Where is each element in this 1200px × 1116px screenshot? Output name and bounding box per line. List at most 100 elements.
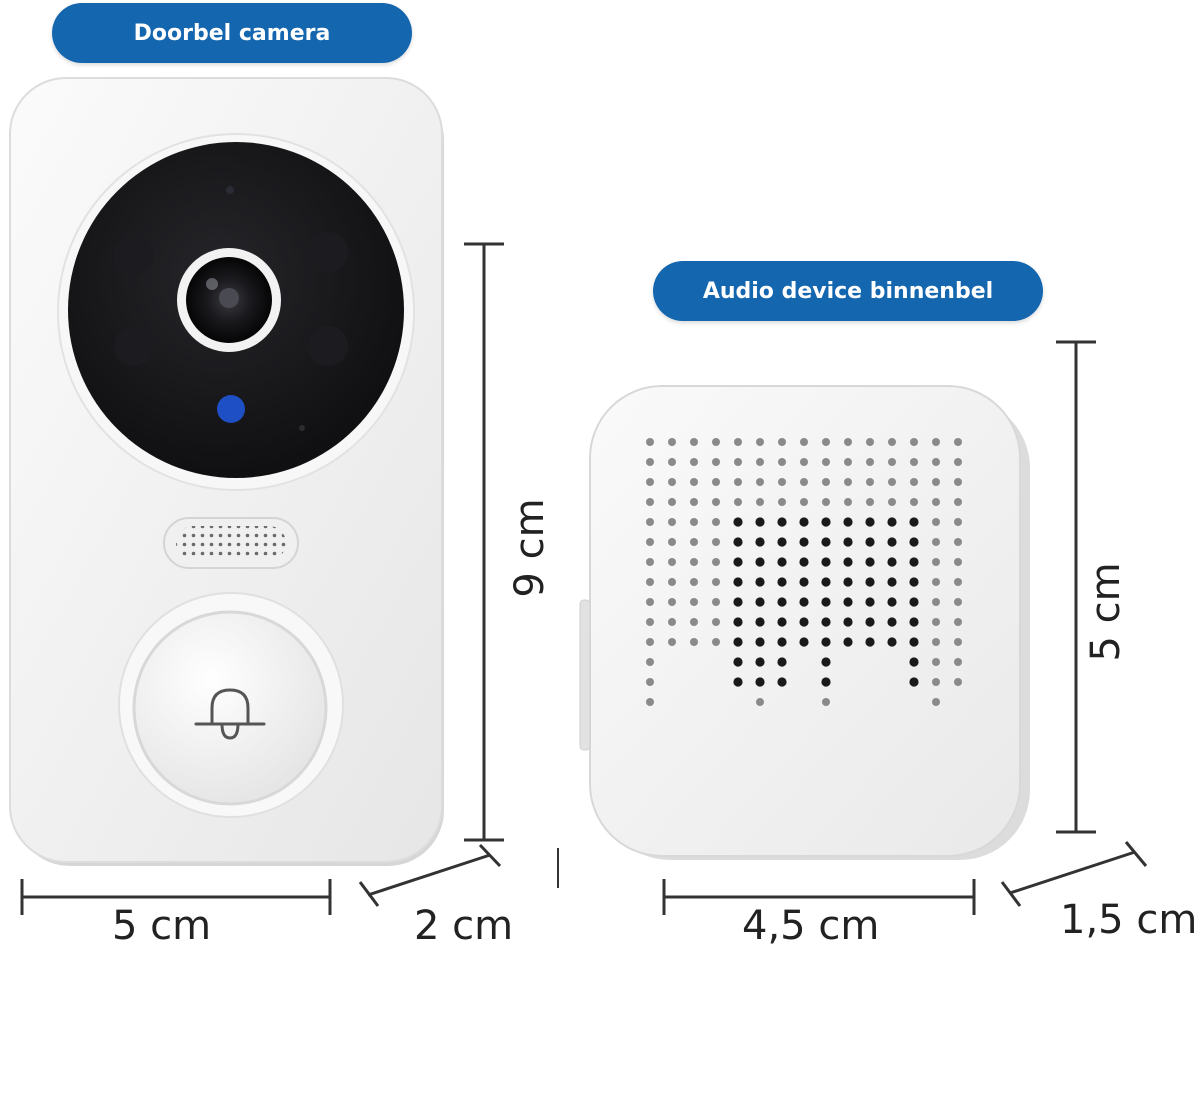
grille-hole	[778, 498, 786, 506]
grille-hole	[932, 538, 940, 546]
grille-hole	[954, 598, 962, 606]
grille-hole	[734, 498, 742, 506]
grille-hole	[777, 577, 787, 587]
grille-hole	[668, 598, 676, 606]
doorbell-width-label: 5 cm	[112, 903, 212, 949]
grille-hole	[778, 478, 786, 486]
grille-hole	[821, 557, 831, 567]
grille-hole	[865, 517, 875, 527]
grille-hole	[668, 438, 676, 446]
grille-hole	[865, 557, 875, 567]
grille-hole	[756, 698, 764, 706]
microphone-hole	[226, 186, 234, 194]
grille-hole	[844, 458, 852, 466]
grille-hole	[932, 658, 940, 666]
grille-hole	[668, 518, 676, 526]
grille-hole	[932, 558, 940, 566]
grille-hole	[932, 578, 940, 586]
grille-hole	[954, 498, 962, 506]
grille-hole	[844, 438, 852, 446]
grille-hole	[756, 458, 764, 466]
grille-hole	[690, 518, 698, 526]
ir-led	[308, 326, 348, 366]
grille-hole	[932, 678, 940, 686]
grille-hole	[690, 598, 698, 606]
grille-hole	[910, 458, 918, 466]
grille-hole	[866, 458, 874, 466]
grille-hole	[932, 698, 940, 706]
grille-hole	[646, 638, 654, 646]
grille-hole	[755, 597, 765, 607]
grille-hole	[755, 657, 765, 667]
grille-hole	[712, 558, 720, 566]
grille-hole	[756, 498, 764, 506]
grille-hole	[712, 478, 720, 486]
grille-hole	[777, 597, 787, 607]
grille-hole	[712, 618, 720, 626]
grille-hole	[866, 438, 874, 446]
grille-hole	[799, 617, 809, 627]
grille-hole	[668, 558, 676, 566]
grille-hole	[932, 598, 940, 606]
grille-hole	[866, 478, 874, 486]
lens-highlight	[206, 278, 218, 290]
grille-hole	[821, 597, 831, 607]
grille-hole	[668, 578, 676, 586]
chime-side-button	[579, 599, 591, 751]
doorbell-button	[132, 610, 328, 806]
grille-hole	[668, 638, 676, 646]
grille-hole	[668, 618, 676, 626]
grille-hole	[733, 537, 743, 547]
grille-hole	[843, 537, 853, 547]
speaker-grille	[176, 526, 286, 560]
grille-hole	[910, 438, 918, 446]
doorbell-height-label: 9 cm	[507, 498, 553, 598]
grille-hole	[799, 637, 809, 647]
grille-hole	[690, 538, 698, 546]
grille-hole	[646, 698, 654, 706]
grille-hole	[799, 557, 809, 567]
grille-hole	[887, 617, 897, 627]
grille-hole	[887, 637, 897, 647]
grille-hole	[733, 637, 743, 647]
chime-width-label: 4,5 cm	[742, 903, 880, 949]
grille-hole	[712, 598, 720, 606]
grille-hole	[646, 558, 654, 566]
grille-hole	[932, 638, 940, 646]
audio-device-label: Audio device binnenbel	[653, 261, 1043, 321]
bell-icon	[194, 688, 266, 740]
grille-hole	[887, 597, 897, 607]
grille-hole	[712, 518, 720, 526]
grille-hole	[821, 657, 831, 667]
grille-hole	[954, 458, 962, 466]
grille-hole	[888, 458, 896, 466]
grille-hole	[777, 637, 787, 647]
grille-hole	[909, 577, 919, 587]
grille-hole	[932, 518, 940, 526]
grille-hole	[821, 617, 831, 627]
grille-hole	[843, 577, 853, 587]
grille-hole	[646, 438, 654, 446]
grille-hole	[932, 498, 940, 506]
grille-hole	[843, 517, 853, 527]
grille-hole	[910, 498, 918, 506]
grille-hole	[865, 577, 875, 587]
grille-hole	[843, 637, 853, 647]
grille-hole	[733, 557, 743, 567]
grille-hole	[777, 537, 787, 547]
grille-hole	[822, 698, 830, 706]
grille-hole	[888, 438, 896, 446]
grille-hole	[865, 617, 875, 627]
grille-hole	[954, 558, 962, 566]
grille-hole	[887, 557, 897, 567]
grille-hole	[734, 438, 742, 446]
grille-hole	[821, 677, 831, 687]
grille-hole	[777, 517, 787, 527]
grille-hole	[954, 478, 962, 486]
grille-hole	[690, 618, 698, 626]
grille-hole	[954, 638, 962, 646]
grille-hole	[866, 498, 874, 506]
grille-hole	[646, 478, 654, 486]
grille-hole	[909, 617, 919, 627]
